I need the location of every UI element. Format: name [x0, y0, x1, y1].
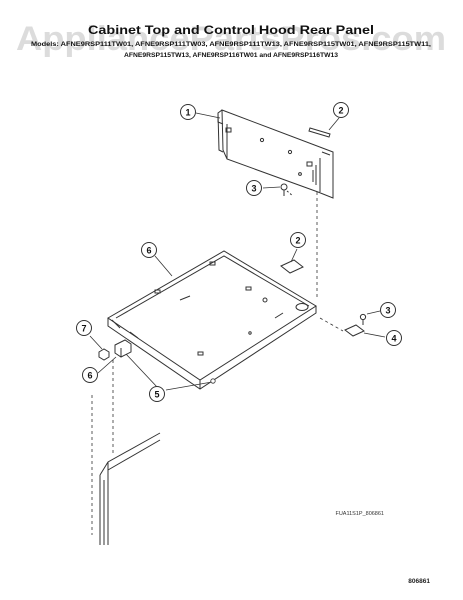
svg-text:1: 1 [185, 108, 190, 118]
callout-1: 1 [180, 104, 196, 120]
figure-code: FUA11S1P_806861 [335, 511, 384, 517]
svg-text:6: 6 [146, 246, 151, 256]
watermark-text: AppliancePartsPros.com [16, 20, 446, 58]
nut-left [89, 335, 110, 361]
hinge-bracket [97, 339, 132, 455]
callout-4: 4 [386, 330, 402, 346]
callout-2-upper: 2 [333, 102, 349, 118]
control-hood-rear-panel [217, 109, 334, 199]
clip-bracket [319, 317, 386, 338]
diagram-title: Cabinet Top and Control Hood Rear Panel [88, 23, 374, 37]
callout-7: 7 [76, 320, 92, 336]
callout-6-top: 6 [141, 242, 157, 258]
callout-2-lower: 2 [290, 232, 306, 248]
foot-hinge-lines [125, 353, 216, 391]
svg-text:4: 4 [391, 334, 396, 344]
svg-text:3: 3 [385, 306, 390, 316]
lower-cabinet-fragment [91, 395, 161, 545]
callout-3-right: 3 [380, 302, 396, 318]
svg-text:5: 5 [154, 390, 159, 400]
svg-text:6: 6 [87, 371, 92, 381]
callout-6-hinge: 6 [82, 367, 98, 383]
callout-3-upper: 3 [246, 180, 262, 196]
screw-upper [262, 183, 294, 197]
label-part-upper [308, 117, 340, 138]
screw-right [359, 310, 381, 325]
callout-5: 5 [149, 386, 165, 402]
models-line-2: AFNE9RSP115TW13, AFNE9RSP116TW01 and AFN… [124, 52, 338, 59]
cabinet-top [107, 250, 317, 390]
svg-text:2: 2 [295, 236, 300, 246]
svg-text:7: 7 [81, 324, 86, 334]
models-line-1: Models: AFNE9RSP111TW01, AFNE9RSP111TW03… [31, 41, 431, 48]
label-part-top [280, 248, 304, 274]
svg-text:2: 2 [338, 106, 343, 116]
svg-text:3: 3 [251, 184, 256, 194]
page-code: 806861 [408, 578, 430, 585]
callout-6-top-leader [154, 255, 173, 277]
callout-1-leader [195, 112, 221, 119]
